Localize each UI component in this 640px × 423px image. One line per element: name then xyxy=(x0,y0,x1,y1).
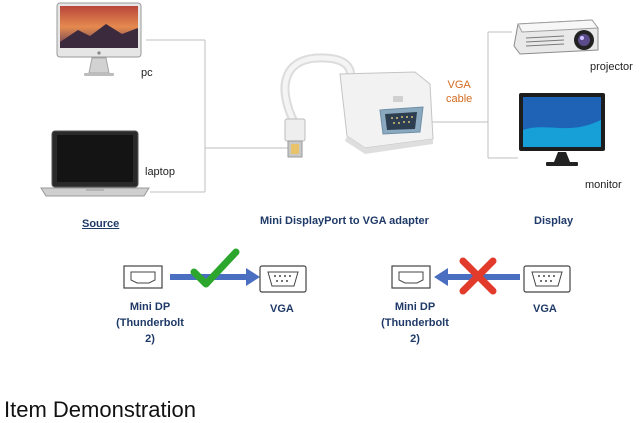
projector-icon xyxy=(513,19,599,55)
bad-from-line2: (Thunderbolt 2) xyxy=(381,317,449,345)
laptop-label: laptop xyxy=(145,166,175,178)
vga-cable-label-line2: cable xyxy=(446,93,473,105)
bad-to-label: VGA xyxy=(533,303,557,315)
monitor-label: monitor xyxy=(585,179,622,191)
monitor-icon xyxy=(519,93,605,166)
display-heading: Display xyxy=(534,215,574,227)
mini-dp-to-vga-adapter-image xyxy=(280,53,434,158)
projector-label: projector xyxy=(590,61,633,73)
vga-cable-label: VGA cable xyxy=(446,78,472,106)
ok-from-line2: (Thunderbolt 2) xyxy=(116,317,184,345)
ok-from-label: Mini DP (Thunderbolt 2) xyxy=(110,299,190,347)
check-icon xyxy=(190,248,240,288)
bad-from-label: Mini DP (Thunderbolt 2) xyxy=(375,299,455,347)
source-heading: Source xyxy=(82,218,120,230)
vga-cable-label-line1: VGA xyxy=(447,79,471,91)
ok-from-line1: Mini DP xyxy=(129,301,171,313)
cross-icon xyxy=(459,257,497,295)
item-demonstration-caption: Item Demonstration xyxy=(4,397,196,422)
pc-label: pc xyxy=(141,67,153,79)
bad-from-line1: Mini DP xyxy=(394,301,436,313)
laptop-icon xyxy=(40,130,150,197)
adapter-heading: Mini DisplayPort to VGA adapter xyxy=(260,215,429,227)
pc-icon xyxy=(56,2,142,76)
ok-to-label: VGA xyxy=(270,303,294,315)
